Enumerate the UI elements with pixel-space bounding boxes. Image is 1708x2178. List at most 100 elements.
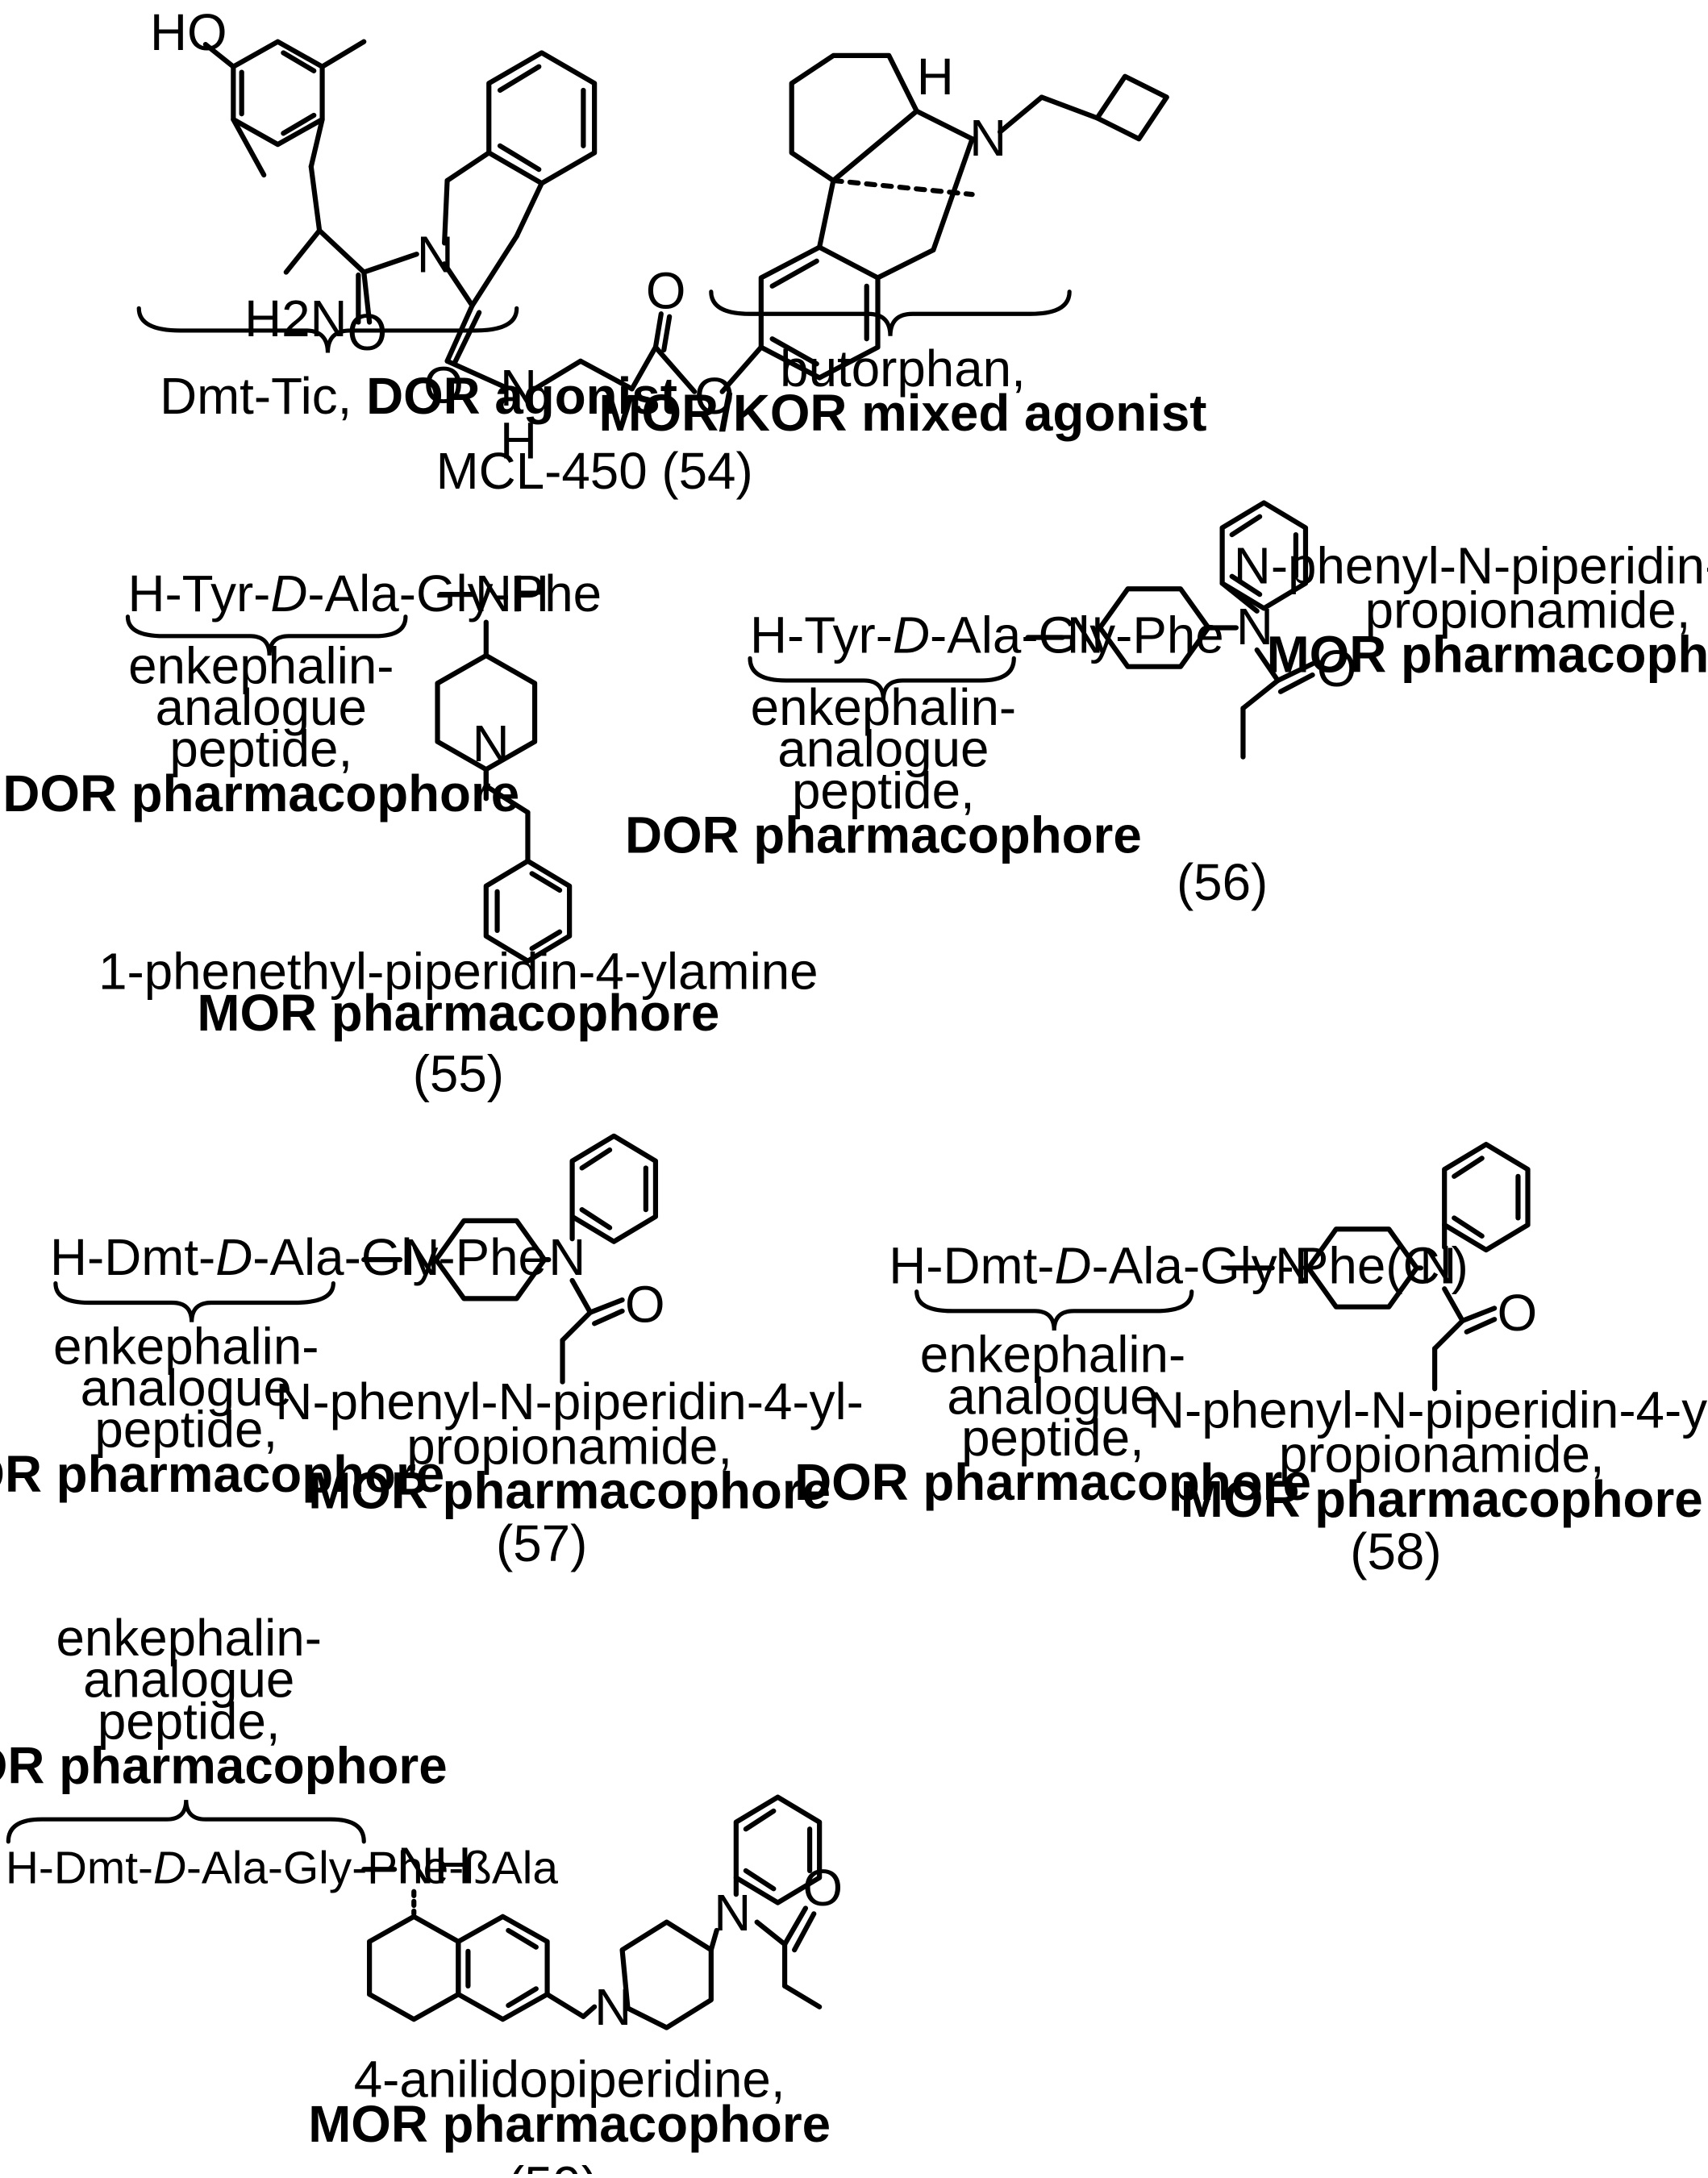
atom-nh-h: H — [500, 411, 537, 469]
phenyl-55 — [483, 858, 573, 964]
seq-57: H-Dmt-D-Ala-Gly-Phe — [50, 1228, 547, 1286]
label-dor-agonist: DOR agonist — [366, 367, 677, 425]
atom-59-o: O — [802, 1859, 843, 1917]
label-56-mor: MOR pharmacophore — [1267, 626, 1708, 684]
label-55-l2: analogue — [156, 678, 367, 736]
seq-59: H-Dmt-D-Ala-Gly-Phe-ßAla — [6, 1843, 559, 1893]
label-59-t3: peptide, — [98, 1692, 281, 1750]
cyclobutyl — [1094, 73, 1169, 142]
label-55-number: (55) — [413, 1045, 504, 1103]
compound-56: H-Tyr-D-Ala-Gly-Phe N N O enkephalin- an… — [625, 500, 1708, 911]
atom-56-o: O — [1317, 639, 1357, 698]
label-57-r2: propionamide, — [406, 1417, 732, 1475]
label-58-l2: analogue — [947, 1367, 1158, 1425]
label-56-l1: enkephalin- — [751, 678, 1016, 736]
atom-57-n-pip: N — [402, 1228, 439, 1286]
label-55-l3: peptide, — [169, 720, 352, 778]
compound-54: HO H2N N O O N H O O N H Dmt-Tic, DOR ag… — [136, 3, 1207, 500]
label-58-mor: MOR pharmacophore — [1181, 1470, 1703, 1528]
label-57-dor: DOR pharmacophore — [0, 1445, 444, 1503]
label-55-right: 1-phenethyl-piperidin-4-ylamine — [98, 942, 819, 1000]
label-mor-kor: MOR/KOR mixed agonist — [598, 384, 1206, 442]
label-56-number: (56) — [1177, 853, 1268, 911]
phenyl-57 — [569, 1133, 659, 1244]
seq-57-prefix: H-Dmt- — [50, 1228, 215, 1286]
seq-56-prefix: H-Tyr- — [750, 606, 893, 664]
label-57-r1: N-phenyl-N-piperidin-4-yl- — [275, 1372, 863, 1430]
compound-59: enkephalin- analogue peptide, DOR pharma… — [0, 1609, 843, 2178]
atom-57-n-amide: N — [548, 1228, 585, 1286]
seq-56-d: D — [893, 606, 930, 664]
label-58-l1: enkephalin- — [920, 1326, 1185, 1384]
label-56-l2: analogue — [777, 720, 989, 778]
label-56-dor: DOR pharmacophore — [625, 806, 1142, 864]
label-59-mor: MOR pharmacophore — [308, 2095, 831, 2153]
label-56-l3: peptide, — [792, 761, 975, 819]
seq-59-d: D — [153, 1843, 186, 1893]
label-55-dor: DOR pharmacophore — [2, 764, 519, 822]
compound-57: H-Dmt-D-Ala-Gly-Phe N N O enkephalin- an… — [0, 1133, 864, 1572]
compound-55: H-Tyr-D-Ala-Gly-Phe NH N enkephalin- ana… — [2, 564, 818, 1103]
label-dmt-tic: Dmt-Tic, DOR agonist — [160, 367, 677, 425]
seq-56: H-Tyr-D-Ala-Gly-Phe — [750, 606, 1224, 664]
label-58-number: (58) — [1350, 1522, 1441, 1580]
label-59-dor: DOR pharmacophore — [0, 1736, 448, 1794]
seq-57-d: D — [215, 1228, 252, 1286]
label-butorphan: butorphan, — [780, 339, 1026, 398]
seq-58-d: D — [1055, 1236, 1092, 1294]
atom-56-n-pip: N — [1067, 606, 1104, 664]
brace-57 — [53, 1281, 335, 1322]
atom-58-o: O — [1498, 1284, 1538, 1342]
compound-58: H-Dmt-D-Ala-Gly-Phe(Cl) N N O enkephalin… — [794, 1142, 1708, 1580]
label-58-r1: N-phenyl-N-piperidin-4-yl- — [1148, 1381, 1708, 1439]
atom-59-nh: NH — [398, 1836, 472, 1894]
atom-nh: N — [500, 359, 537, 417]
atom-55-nh: NH — [475, 564, 549, 623]
atom-o3: O — [646, 261, 686, 319]
seq-55-prefix: H-Tyr- — [127, 564, 270, 623]
label-57-l1: enkephalin- — [53, 1317, 319, 1375]
label-57-l2: analogue — [81, 1359, 292, 1417]
phenyl-58 — [1442, 1142, 1531, 1253]
label-59-t1: enkephalin- — [56, 1609, 322, 1667]
brace-59 — [6, 1799, 366, 1844]
label-58-dor: DOR pharmacophore — [794, 1453, 1311, 1511]
seq-59-prefix: H-Dmt- — [6, 1843, 153, 1893]
dmt-ring — [231, 39, 325, 148]
thn-aromatic — [456, 1914, 550, 2022]
atom-n-tic: N — [417, 226, 454, 284]
label-mcl-450: MCL-450 (54) — [436, 442, 753, 500]
phenyl-56 — [1219, 500, 1309, 611]
label-55-l1: enkephalin- — [128, 636, 394, 694]
atom-n-morph: N — [969, 109, 1006, 167]
atom-57-o: O — [625, 1276, 665, 1334]
brace-58 — [914, 1289, 1194, 1331]
atom-58-n-pip: N — [1275, 1236, 1312, 1294]
thn-saturated — [367, 1914, 461, 2022]
label-58-l3: peptide, — [961, 1409, 1144, 1467]
brace-dmt-tic — [136, 306, 519, 353]
atom-58-n-amide: N — [1419, 1236, 1456, 1294]
seq-55-d: D — [270, 564, 307, 623]
piperidine-59 — [619, 1919, 714, 2030]
atom-59-n-amide: N — [714, 1884, 751, 1942]
label-57-mor: MOR pharmacophore — [308, 1461, 831, 1519]
atom-o2: O — [423, 356, 464, 414]
atom-h-morph: H — [917, 48, 954, 106]
atom-o-ester: O — [694, 367, 735, 425]
atom-ho: HO — [150, 3, 227, 61]
seq-55: H-Tyr-D-Ala-Gly-Phe — [127, 564, 602, 623]
phenyl-59 — [733, 1794, 823, 1905]
label-57-number: (57) — [496, 1514, 587, 1572]
brace-butorphan — [709, 289, 1072, 336]
brace-56 — [748, 656, 1016, 701]
label-57-l3: peptide, — [94, 1401, 277, 1459]
label-56-r2: propionamide, — [1365, 581, 1691, 639]
tic-benzene — [486, 50, 598, 186]
label-59-number: (59) — [507, 2156, 598, 2174]
seq-58-prefix: H-Dmt- — [889, 1236, 1054, 1294]
label-59-right: 4-anilidopiperidine, — [354, 2051, 785, 2109]
seq-56-suffix: -Ala-Gly-Phe — [930, 606, 1224, 664]
